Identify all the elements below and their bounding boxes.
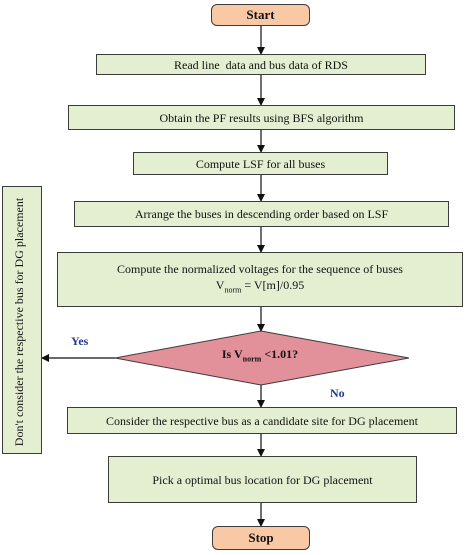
compute-lsf-step: Compute LSF for all buses <box>133 152 388 175</box>
pick-location-label: Pick a optimal bus location for DG place… <box>152 472 373 487</box>
start-node: Start <box>211 4 310 26</box>
decision-label: Is Vnorm <1.01? <box>221 347 299 364</box>
candidate-site-label: Consider the respective bus as a candida… <box>106 413 418 428</box>
decision-diamond <box>114 330 410 386</box>
reject-bus-box <box>2 186 42 454</box>
read-data-step: Read line data and bus data of RDS <box>96 54 426 75</box>
reject-bus-label: Don't consider the respective bus for DG… <box>12 197 26 447</box>
normalize-formula: Vnorm = V[m]/0.95 <box>215 277 305 295</box>
pf-results-label: Obtain the PF results using BFS algorith… <box>159 110 364 125</box>
normalize-voltage-step: Compute the normalized voltages for the … <box>57 252 463 307</box>
normalize-voltage-label: Compute the normalized voltages for the … <box>117 261 403 276</box>
arrange-buses-step: Arrange the buses in descending order ba… <box>74 201 449 227</box>
read-data-label: Read line data and bus data of RDS <box>174 57 348 72</box>
stop-label: Stop <box>248 530 274 545</box>
pf-results-step: Obtain the PF results using BFS algorith… <box>68 105 455 130</box>
arrange-buses-label: Arrange the buses in descending order ba… <box>134 207 389 221</box>
no-label: No <box>330 386 345 400</box>
stop-node: Stop <box>212 526 310 550</box>
candidate-site-step: Consider the respective bus as a candida… <box>67 407 457 434</box>
pick-location-step: Pick a optimal bus location for DG place… <box>108 456 417 503</box>
start-label: Start <box>246 7 275 22</box>
compute-lsf-label: Compute LSF for all buses <box>195 156 326 171</box>
yes-label: Yes <box>71 334 89 348</box>
